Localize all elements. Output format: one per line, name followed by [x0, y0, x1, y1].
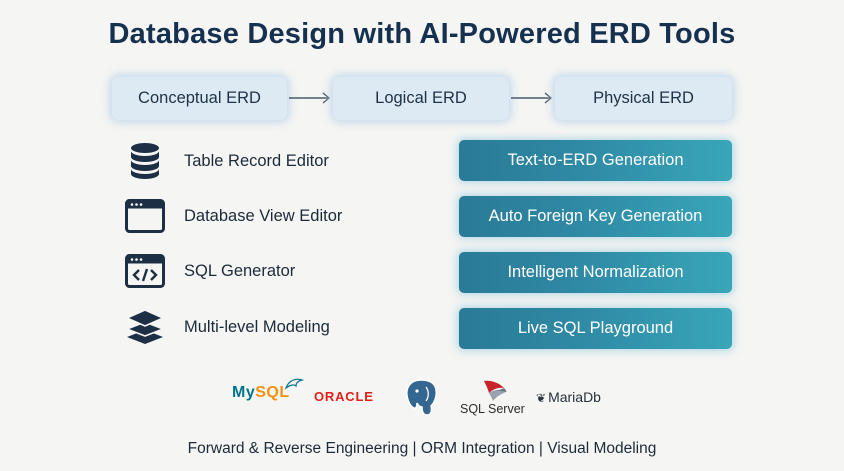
feature-label: Table Record Editor	[184, 151, 329, 170]
mariadb-logo: ❦MariaDb	[536, 389, 601, 405]
auto-foreign-key-button[interactable]: Auto Foreign Key Generation	[459, 196, 732, 237]
page-title: Database Design with AI-Powered ERD Tool…	[108, 18, 736, 50]
intelligent-normalization-button[interactable]: Intelligent Normalization	[459, 252, 732, 293]
postgresql-logo	[402, 377, 440, 417]
stage-physical-erd: Physical ERD	[555, 77, 732, 120]
feature-sql-generator: SQL Generator	[124, 251, 295, 291]
code-window-icon	[124, 251, 166, 291]
sqlserver-logo: SQL Server	[460, 378, 526, 418]
text-to-erd-button[interactable]: Text-to-ERD Generation	[459, 140, 732, 181]
stage-conceptual-erd: Conceptual ERD	[112, 77, 287, 120]
live-sql-playground-button[interactable]: Live SQL Playground	[459, 308, 732, 349]
mysql-logo: MySQL	[232, 378, 304, 402]
stage-logical-erd: Logical ERD	[333, 77, 509, 120]
dolphin-icon	[284, 378, 304, 390]
database-icon	[124, 141, 166, 181]
feature-label: Database View Editor	[184, 206, 343, 225]
window-icon	[124, 196, 166, 236]
footer-tagline: Forward & Reverse Engineering | ORM Inte…	[187, 440, 657, 457]
arrow-right-icon	[289, 92, 331, 104]
layers-icon	[124, 307, 166, 347]
sqlserver-emblem-icon	[484, 380, 507, 401]
feature-database-view-editor: Database View Editor	[124, 196, 342, 236]
feature-label: Multi-level Modeling	[184, 317, 330, 336]
feature-table-record-editor: Table Record Editor	[124, 141, 329, 181]
database-logos: MySQL ORACLE SQL Server ❦MariaDb	[228, 376, 620, 418]
arrow-right-icon	[511, 92, 553, 104]
seal-icon: ❦	[536, 391, 547, 405]
feature-multi-level-modeling: Multi-level Modeling	[124, 307, 330, 347]
oracle-logo: ORACLE	[314, 389, 374, 404]
feature-label: SQL Generator	[184, 261, 296, 280]
